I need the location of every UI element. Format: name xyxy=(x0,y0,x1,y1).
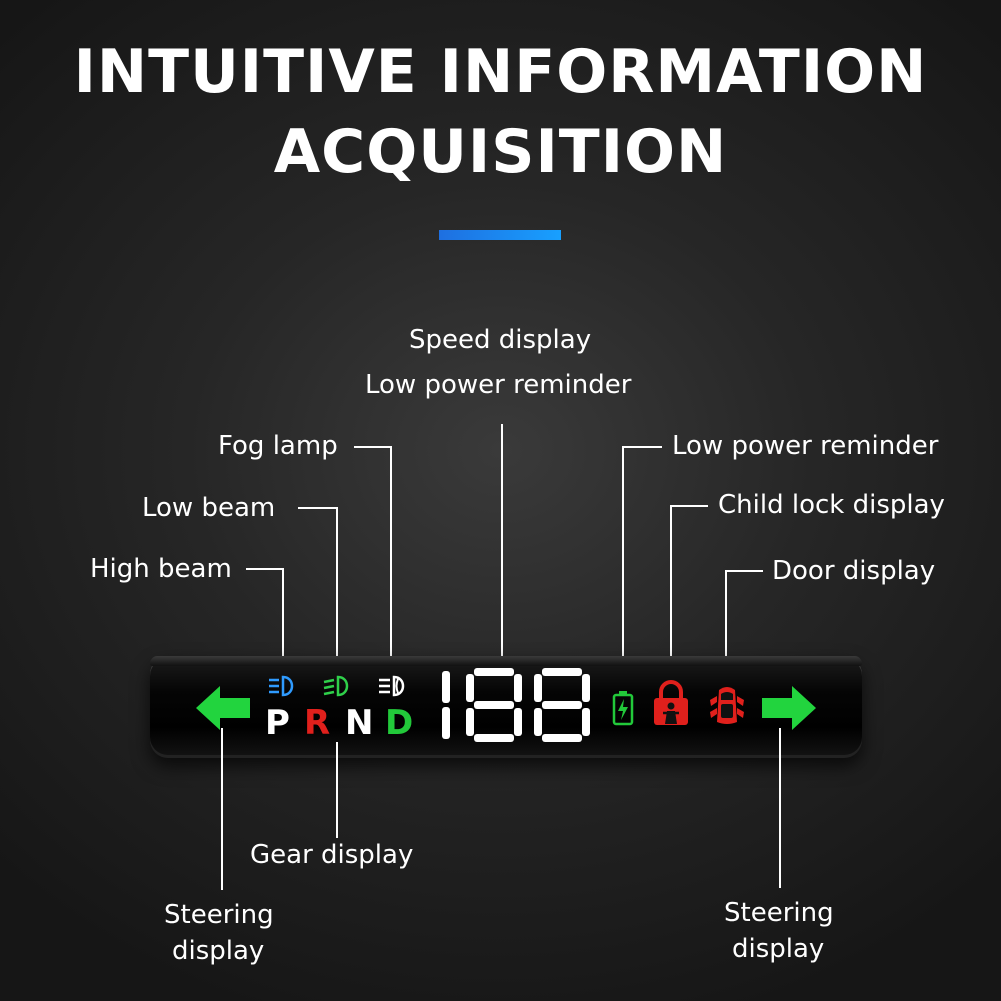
hud-device-rim xyxy=(150,656,862,666)
leader-door-h xyxy=(725,570,763,572)
gear-d: D xyxy=(385,703,414,743)
label-steering-right-2: display xyxy=(732,934,825,964)
low-beam-icon xyxy=(322,674,354,698)
leader-door-v xyxy=(725,570,727,668)
leader-gear xyxy=(336,742,338,838)
title-line-2: ACQUISITION xyxy=(273,117,728,187)
left-arrow-icon xyxy=(196,686,250,730)
leader-fog-h xyxy=(354,446,392,448)
child-lock-icon xyxy=(652,680,690,726)
leader-steering-right xyxy=(779,728,781,888)
label-speed-display: Speed display xyxy=(409,325,592,355)
speed-digit-2 xyxy=(466,668,522,742)
title-line-1: INTUITIVE INFORMATION xyxy=(73,37,928,107)
leader-battery-h xyxy=(622,446,662,448)
battery-icon xyxy=(612,690,634,726)
label-speed-low-power: Low power reminder xyxy=(365,370,632,400)
label-low-power-reminder: Low power reminder xyxy=(672,431,939,461)
speed-digit-3 xyxy=(534,668,590,742)
label-steering-left-1: Steering xyxy=(164,900,274,930)
gear-r: R xyxy=(304,703,331,743)
label-steering-right-1: Steering xyxy=(724,898,834,928)
title-accent-bar xyxy=(439,230,561,240)
gear-p: P xyxy=(265,703,290,743)
label-low-beam: Low beam xyxy=(142,493,276,523)
leader-low-beam-v xyxy=(336,507,338,668)
leader-high-beam-h xyxy=(246,568,284,570)
leader-high-beam-v xyxy=(282,568,284,668)
label-fog-lamp: Fog lamp xyxy=(218,431,338,461)
label-steering-left-2: display xyxy=(172,936,265,966)
leader-fog-v xyxy=(390,446,392,668)
label-door-display: Door display xyxy=(772,556,936,586)
leader-child-lock-h xyxy=(670,505,708,507)
fog-lamp-icon xyxy=(377,674,409,698)
leader-low-beam-h xyxy=(298,507,338,509)
gear-n: N xyxy=(345,703,374,743)
leader-steering-left xyxy=(221,728,223,890)
leader-speed xyxy=(501,424,503,660)
leader-battery-v xyxy=(622,446,624,668)
leader-child-lock-v xyxy=(670,505,672,668)
speed-digit-1 xyxy=(432,668,460,742)
door-icon xyxy=(710,684,744,726)
high-beam-icon xyxy=(267,674,299,698)
right-arrow-icon xyxy=(762,686,816,730)
label-high-beam: High beam xyxy=(90,554,232,584)
label-gear-display: Gear display xyxy=(250,840,414,870)
label-child-lock-display: Child lock display xyxy=(718,490,945,520)
